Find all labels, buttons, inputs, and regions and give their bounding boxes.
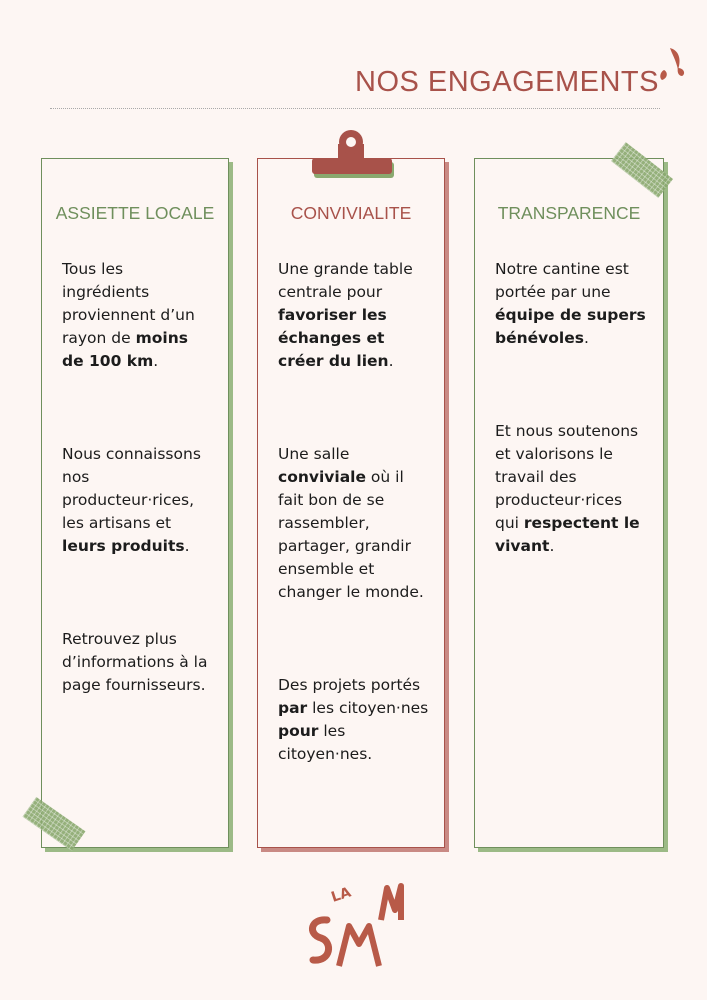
card-body: Une grande table centrale pour favoriser… xyxy=(278,258,430,836)
title-divider xyxy=(50,108,660,109)
paragraph: Tous les ingrédients proviennent d’un ra… xyxy=(62,258,214,373)
bold-text: équipe de supers bénévoles xyxy=(495,306,646,347)
card-assiette-locale: ASSIETTE LOCALE Tous les ingrédients pro… xyxy=(41,158,229,848)
bold-text: par xyxy=(278,699,308,717)
bold-text: favoriser les échanges et créer du lien xyxy=(278,306,389,370)
paragraph: Et nous soutenons et valorisons le trava… xyxy=(495,420,649,558)
text-run: . xyxy=(388,352,394,370)
bold-text: pour xyxy=(278,722,319,740)
card-heading: ASSIETTE LOCALE xyxy=(55,203,215,223)
bold-text: leurs produits xyxy=(62,537,185,555)
card-transparence: TRANSPARENCE Notre cantine est portée pa… xyxy=(474,158,664,848)
text-run: . xyxy=(153,352,159,370)
text-run: Tous les ingrédients proviennent d’un ra… xyxy=(62,260,195,347)
card-heading: CONVIVIALITE xyxy=(290,203,412,223)
paragraph: Des projets portés par les citoyen·nes p… xyxy=(278,674,430,766)
text-run: Et nous soutenons et valorisons le trava… xyxy=(495,422,639,532)
text-run: . xyxy=(184,537,190,555)
bold-text: moins de 100 km xyxy=(62,329,188,370)
card-body: Notre cantine est portée par une équipe … xyxy=(495,258,649,628)
paragraph: Une salle conviviale où il fait bon de s… xyxy=(278,443,430,604)
card-heading: TRANSPARENCE xyxy=(497,203,641,223)
text-run: Notre cantine est portée par une xyxy=(495,260,629,301)
text-run: Des projets portés xyxy=(278,676,421,694)
text-run: Retrouvez plus d’informations à la page … xyxy=(62,630,208,694)
text-run: . xyxy=(549,537,555,555)
paragraph: Retrouvez plus d’informations à la page … xyxy=(62,628,214,697)
logo-icon: LA xyxy=(309,883,404,967)
clip-icon xyxy=(312,130,394,178)
page-title: NOS ENGAGEMENTS xyxy=(355,66,659,98)
text-run: Une grande table centrale pour xyxy=(278,260,413,301)
text-run: Nous connaissons nos producteur·rices, l… xyxy=(62,445,201,532)
paragraph: Nous connaissons nos producteur·rices, l… xyxy=(62,443,214,558)
card-body: Tous les ingrédients proviennent d’un ra… xyxy=(62,258,214,767)
paragraph: Une grande table centrale pour favoriser… xyxy=(278,258,430,373)
text-run: où il fait bon de se rassembler, partage… xyxy=(278,468,424,601)
paragraph: Notre cantine est portée par une équipe … xyxy=(495,258,649,350)
text-run: Une salle xyxy=(278,445,350,463)
text-run: . xyxy=(583,329,589,347)
bold-text: conviviale xyxy=(278,468,366,486)
text-run: les citoyen·nes. xyxy=(278,722,373,763)
text-run: les citoyen·nes xyxy=(307,699,429,717)
card-convivialite: CONVIVIALITE Une grande table centrale p… xyxy=(257,158,445,848)
drops-decoration-icon xyxy=(660,48,685,80)
bold-text: respectent le vivant xyxy=(495,514,640,555)
svg-text:LA: LA xyxy=(329,884,353,905)
